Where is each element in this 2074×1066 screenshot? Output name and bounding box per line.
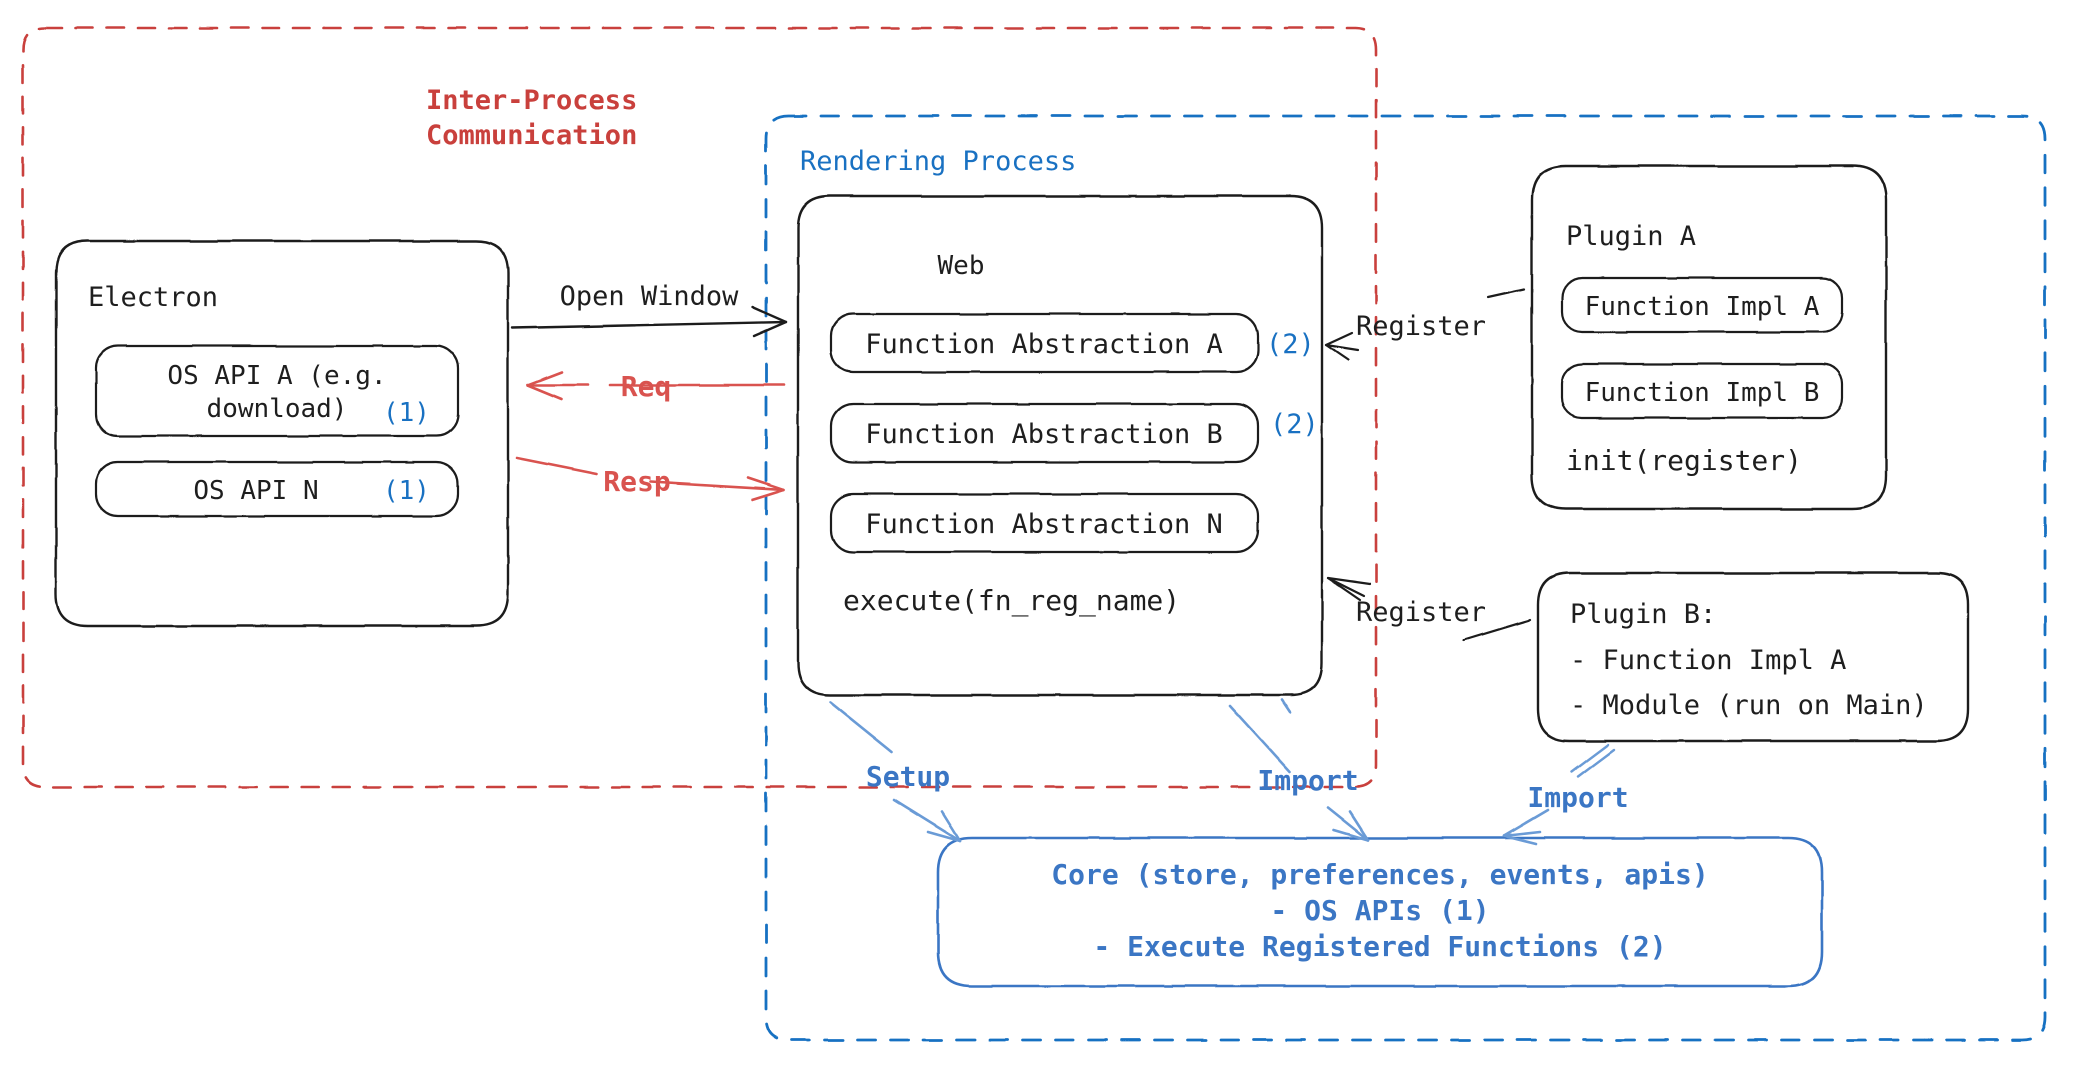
core-line-os-apis: - OS APIs (1) bbox=[1270, 894, 1490, 927]
function-impl-b-box bbox=[1560, 362, 1844, 420]
web-title: Web bbox=[937, 251, 985, 281]
os-api-n-label: OS API N bbox=[193, 476, 319, 506]
plugin-b-item-module: - Module (run on Main) bbox=[1570, 690, 1928, 721]
function-impl-a-box bbox=[1560, 276, 1844, 334]
edge-label-open-window: Open Window bbox=[559, 281, 739, 312]
arrow-setup bbox=[828, 700, 962, 843]
plugin-b-item-function-impl-a: - Function Impl A bbox=[1570, 645, 1847, 676]
arrow-register-plugin-b bbox=[1326, 576, 1532, 642]
plugin-b-title: Plugin B: bbox=[1570, 599, 1717, 630]
plugin-a-footer: init(register) bbox=[1566, 444, 1803, 477]
edge-label-req: Req bbox=[620, 370, 672, 403]
arrow-resp bbox=[515, 456, 786, 502]
web-footer: execute(fn_reg_name) bbox=[843, 584, 1181, 617]
arrow-open-window bbox=[510, 305, 788, 338]
function-abstraction-a-box bbox=[829, 312, 1260, 374]
plugin-b-box bbox=[1536, 571, 1970, 743]
os-api-a-badge: (1) bbox=[383, 398, 430, 428]
core-line-title: Core (store, preferences, events, apis) bbox=[1051, 858, 1709, 891]
arrow-import-web bbox=[1228, 698, 1370, 842]
edge-label-setup: Setup bbox=[865, 760, 951, 793]
function-abstraction-b-label: Function Abstraction B bbox=[865, 419, 1223, 450]
edge-label-register-plugin-a: Register bbox=[1356, 311, 1487, 342]
function-impl-b-label: Function Impl B bbox=[1584, 378, 1820, 408]
edge-label-import-plugin-b: Import bbox=[1527, 781, 1629, 814]
plugin-a-title: Plugin A bbox=[1566, 221, 1697, 252]
container-ipc-label: Inter-Process Communication bbox=[426, 85, 638, 151]
arrow-req bbox=[526, 370, 786, 401]
container-rendering-process-label: Rendering Process bbox=[800, 146, 1077, 177]
function-abstraction-b-box bbox=[829, 402, 1260, 464]
os-api-n-box bbox=[94, 460, 460, 518]
os-api-a-box bbox=[94, 344, 460, 438]
edge-label-resp: Resp bbox=[603, 465, 671, 498]
function-abstraction-n-box bbox=[829, 492, 1260, 554]
function-abstraction-a-label: Function Abstraction A bbox=[865, 329, 1223, 360]
function-abstraction-a-badge: (2) bbox=[1266, 329, 1315, 360]
container-ipc bbox=[21, 26, 1378, 789]
arrow-import-plugin-b bbox=[1502, 743, 1616, 846]
core-line-execute: - Execute Registered Functions (2) bbox=[1093, 930, 1667, 963]
electron-title: Electron bbox=[88, 282, 219, 313]
container-rendering-process bbox=[764, 114, 2047, 1042]
os-api-n-badge: (1) bbox=[383, 476, 430, 506]
function-abstraction-b-badge: (2) bbox=[1270, 409, 1319, 440]
plugin-a-box bbox=[1530, 164, 1888, 511]
edge-label-register-plugin-b: Register bbox=[1356, 597, 1487, 628]
edge-label-import-web: Import bbox=[1257, 764, 1359, 797]
core-box bbox=[936, 836, 1824, 988]
os-api-a-label: OS API A (e.g. download) bbox=[167, 361, 387, 425]
function-abstraction-n-label: Function Abstraction N bbox=[865, 509, 1223, 540]
function-impl-a-label: Function Impl A bbox=[1584, 292, 1820, 322]
arrow-register-plugin-a bbox=[1324, 287, 1526, 362]
